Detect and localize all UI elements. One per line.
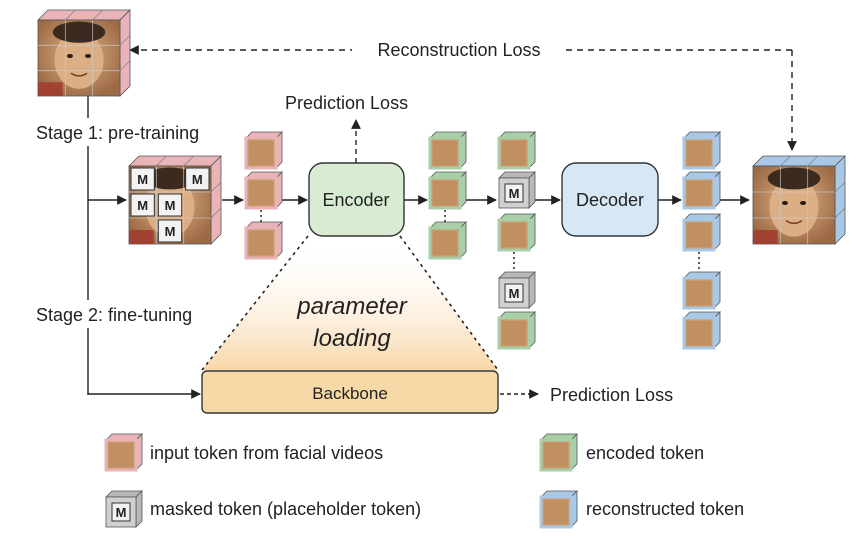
merged-token-mask-1: M xyxy=(498,171,536,209)
input-token-1 xyxy=(244,131,283,170)
legend-input-token-swatch xyxy=(104,433,143,472)
reconstructed-token-4 xyxy=(682,271,721,310)
parameter-loading-line1: parameter xyxy=(296,293,407,320)
parameter-loading-edge-left xyxy=(201,235,309,371)
input-token-2 xyxy=(244,171,283,210)
reconstructed-token-2 xyxy=(682,171,721,210)
legend-input-token-label: input token from facial videos xyxy=(150,443,383,463)
legend-masked-token-swatch: M xyxy=(105,490,143,528)
mask-letter: M xyxy=(192,172,203,187)
parameter-loading-line2: loading xyxy=(313,325,391,352)
output-video-cube xyxy=(752,155,846,245)
mask-letter: M xyxy=(137,198,148,213)
legend-encoded-token-label: encoded token xyxy=(586,443,704,463)
decoder-box xyxy=(561,162,659,237)
prediction-loss-top-label: Prediction Loss xyxy=(285,93,408,113)
input-token-3 xyxy=(244,221,283,260)
encoder-label: Encoder xyxy=(322,190,389,210)
backbone-label: Backbone xyxy=(312,384,388,403)
legend-masked-token-label: masked token (placeholder token) xyxy=(150,499,421,519)
merged-token-encoded-1 xyxy=(497,131,536,170)
reconstructed-token-5 xyxy=(682,311,721,350)
mask-letter: M xyxy=(137,172,148,187)
decoder-label: Decoder xyxy=(576,190,644,210)
reconstructed-token-1 xyxy=(682,131,721,170)
input-video-cube xyxy=(37,9,131,97)
legend-reconstructed-token-swatch xyxy=(539,490,578,529)
merged-token-encoded-3 xyxy=(497,311,536,350)
stage2-label-bg xyxy=(30,300,236,328)
mask-letter: M xyxy=(509,286,520,301)
ellipsis-group xyxy=(260,210,700,272)
parameter-loading-region xyxy=(202,236,498,370)
encoder-box xyxy=(308,162,405,237)
mask-letter: M xyxy=(165,198,176,213)
reconstruction-loss-label: Reconstruction Loss xyxy=(377,40,540,60)
encoded-token-2 xyxy=(428,171,467,210)
encoded-token-3 xyxy=(428,221,467,260)
merged-token-mask-2: M xyxy=(498,271,536,309)
mask-letter: M xyxy=(116,505,127,520)
backbone-box xyxy=(201,370,499,414)
mask-letter: M xyxy=(165,224,176,239)
merged-token-encoded-2 xyxy=(497,213,536,252)
stage2-label: Stage 2: fine-tuning xyxy=(36,305,192,325)
prediction-loss-bottom-label: Prediction Loss xyxy=(550,385,673,405)
legend-encoded-token-swatch xyxy=(539,433,578,472)
token-cubes-group: MMM xyxy=(104,131,721,529)
legend-reconstructed-token-label: reconstructed token xyxy=(586,499,744,519)
mask-letter: M xyxy=(509,186,520,201)
encoded-token-1 xyxy=(428,131,467,170)
stage1-label-bg xyxy=(30,118,242,146)
reconstructed-token-3 xyxy=(682,213,721,252)
stage1-label: Stage 1: pre-training xyxy=(36,123,199,143)
